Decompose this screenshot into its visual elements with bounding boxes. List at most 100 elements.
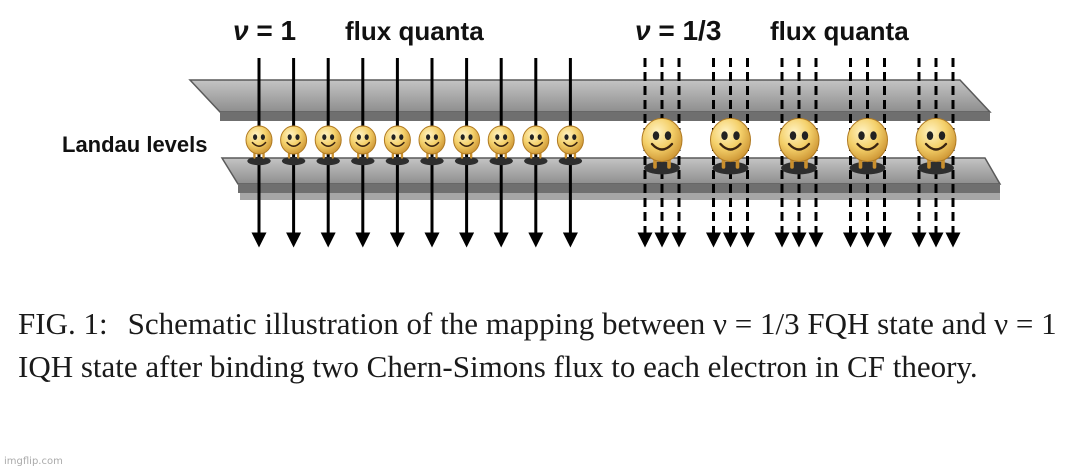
electron-smile	[251, 141, 267, 147]
electron-body	[245, 125, 273, 155]
electron-eye	[721, 131, 728, 141]
electron-smile	[390, 141, 405, 147]
electron-eye	[468, 134, 473, 140]
electron-smile	[787, 142, 811, 151]
electron-body	[487, 125, 515, 155]
electron-smile	[493, 141, 509, 147]
left-nu-symbol: ν	[233, 15, 249, 46]
electron-shadow	[247, 156, 271, 166]
electron-smile	[719, 142, 742, 151]
electron-eye	[356, 134, 361, 140]
electron-eye	[253, 134, 258, 140]
electron-body	[710, 117, 751, 163]
electron-eye	[664, 131, 672, 141]
electron-left	[522, 125, 550, 166]
electron-shadow	[385, 156, 410, 166]
electron-smile	[424, 141, 440, 147]
electron-smile	[856, 142, 879, 151]
electron-shadow	[644, 161, 680, 175]
electron-eye	[537, 134, 542, 140]
electron-eye	[460, 134, 465, 140]
right-nu-symbol: ν	[635, 15, 651, 46]
electron-eye	[733, 131, 740, 141]
electron-body	[641, 117, 683, 163]
electron-eye	[564, 134, 569, 140]
electron-shadow	[489, 156, 513, 166]
electron-smile	[320, 141, 336, 147]
right-nu-value: = 1/3	[651, 15, 722, 46]
electron-right	[710, 117, 751, 175]
lower-landau-plate-side	[238, 184, 1000, 193]
electron-eye	[399, 134, 404, 140]
electron-eye	[789, 131, 797, 141]
electron-eye	[503, 134, 508, 140]
electron-eye	[364, 134, 369, 140]
electron-left	[383, 125, 411, 166]
electron-eye	[572, 134, 577, 140]
right-filling-title: ν = 1/3	[635, 15, 721, 46]
electron-shadow	[351, 156, 375, 166]
electron-body	[778, 117, 820, 163]
electrons	[245, 117, 957, 175]
watermark: imgflip.com	[4, 456, 63, 467]
landau-levels-label: Landau levels	[62, 132, 208, 157]
electron-right	[847, 117, 888, 175]
electron-right	[641, 117, 683, 175]
electron-eye	[287, 134, 292, 140]
electron-left	[280, 125, 308, 166]
electron-left	[245, 125, 273, 166]
caption-text: Schematic illustration of the mapping be…	[18, 306, 1057, 384]
electron-eye	[529, 134, 534, 140]
electron-right	[915, 117, 957, 175]
electron-smile	[650, 142, 674, 151]
electron-left	[349, 125, 377, 166]
electron-eye	[426, 134, 431, 140]
electron-eye	[870, 131, 877, 141]
electron-left	[487, 125, 515, 166]
schematic-figure: ν = 1 flux quanta ν = 1/3 flux quanta La…	[62, 15, 1002, 248]
electron-body	[915, 117, 957, 163]
electron-smile	[924, 142, 948, 151]
electron-eye	[260, 134, 265, 140]
electron-right	[778, 117, 820, 175]
electron-body	[522, 125, 550, 155]
left-filling-title: ν = 1	[233, 15, 296, 46]
electron-shadow	[712, 161, 749, 175]
electron-eye	[926, 131, 934, 141]
electron-eye	[433, 134, 438, 140]
electron-left	[453, 125, 481, 166]
electron-body	[349, 125, 377, 155]
electron-body	[418, 125, 446, 155]
electron-shadow	[781, 161, 817, 175]
electron-left	[556, 125, 584, 166]
electron-left	[314, 125, 342, 166]
electron-shadow	[849, 161, 886, 175]
electron-smile	[563, 141, 578, 147]
electron-eye	[495, 134, 500, 140]
electron-shadow	[558, 156, 583, 166]
electron-body	[453, 125, 481, 155]
electron-smile	[286, 141, 301, 147]
electron-eye	[858, 131, 865, 141]
electron-shadow	[281, 156, 306, 166]
left-flux-quanta-label: flux quanta	[345, 16, 484, 46]
electron-eye	[322, 134, 327, 140]
electron-eye	[330, 134, 335, 140]
electron-shadow	[316, 156, 340, 166]
electron-eye	[295, 134, 300, 140]
electron-eye	[391, 134, 396, 140]
electron-body	[556, 125, 584, 155]
electron-body	[280, 125, 308, 155]
electron-shadow	[918, 161, 954, 175]
electron-shadow	[524, 156, 548, 166]
electron-body	[383, 125, 411, 155]
electron-eye	[938, 131, 946, 141]
left-nu-value: = 1	[249, 15, 296, 46]
figure-caption: FIG. 1:Schematic illustration of the map…	[18, 302, 1068, 388]
electron-body	[314, 125, 342, 155]
electron-eye	[652, 131, 660, 141]
electron-shadow	[454, 156, 479, 166]
caption-label: FIG. 1:	[18, 306, 108, 341]
electron-body	[847, 117, 888, 163]
electron-smile	[355, 141, 371, 147]
